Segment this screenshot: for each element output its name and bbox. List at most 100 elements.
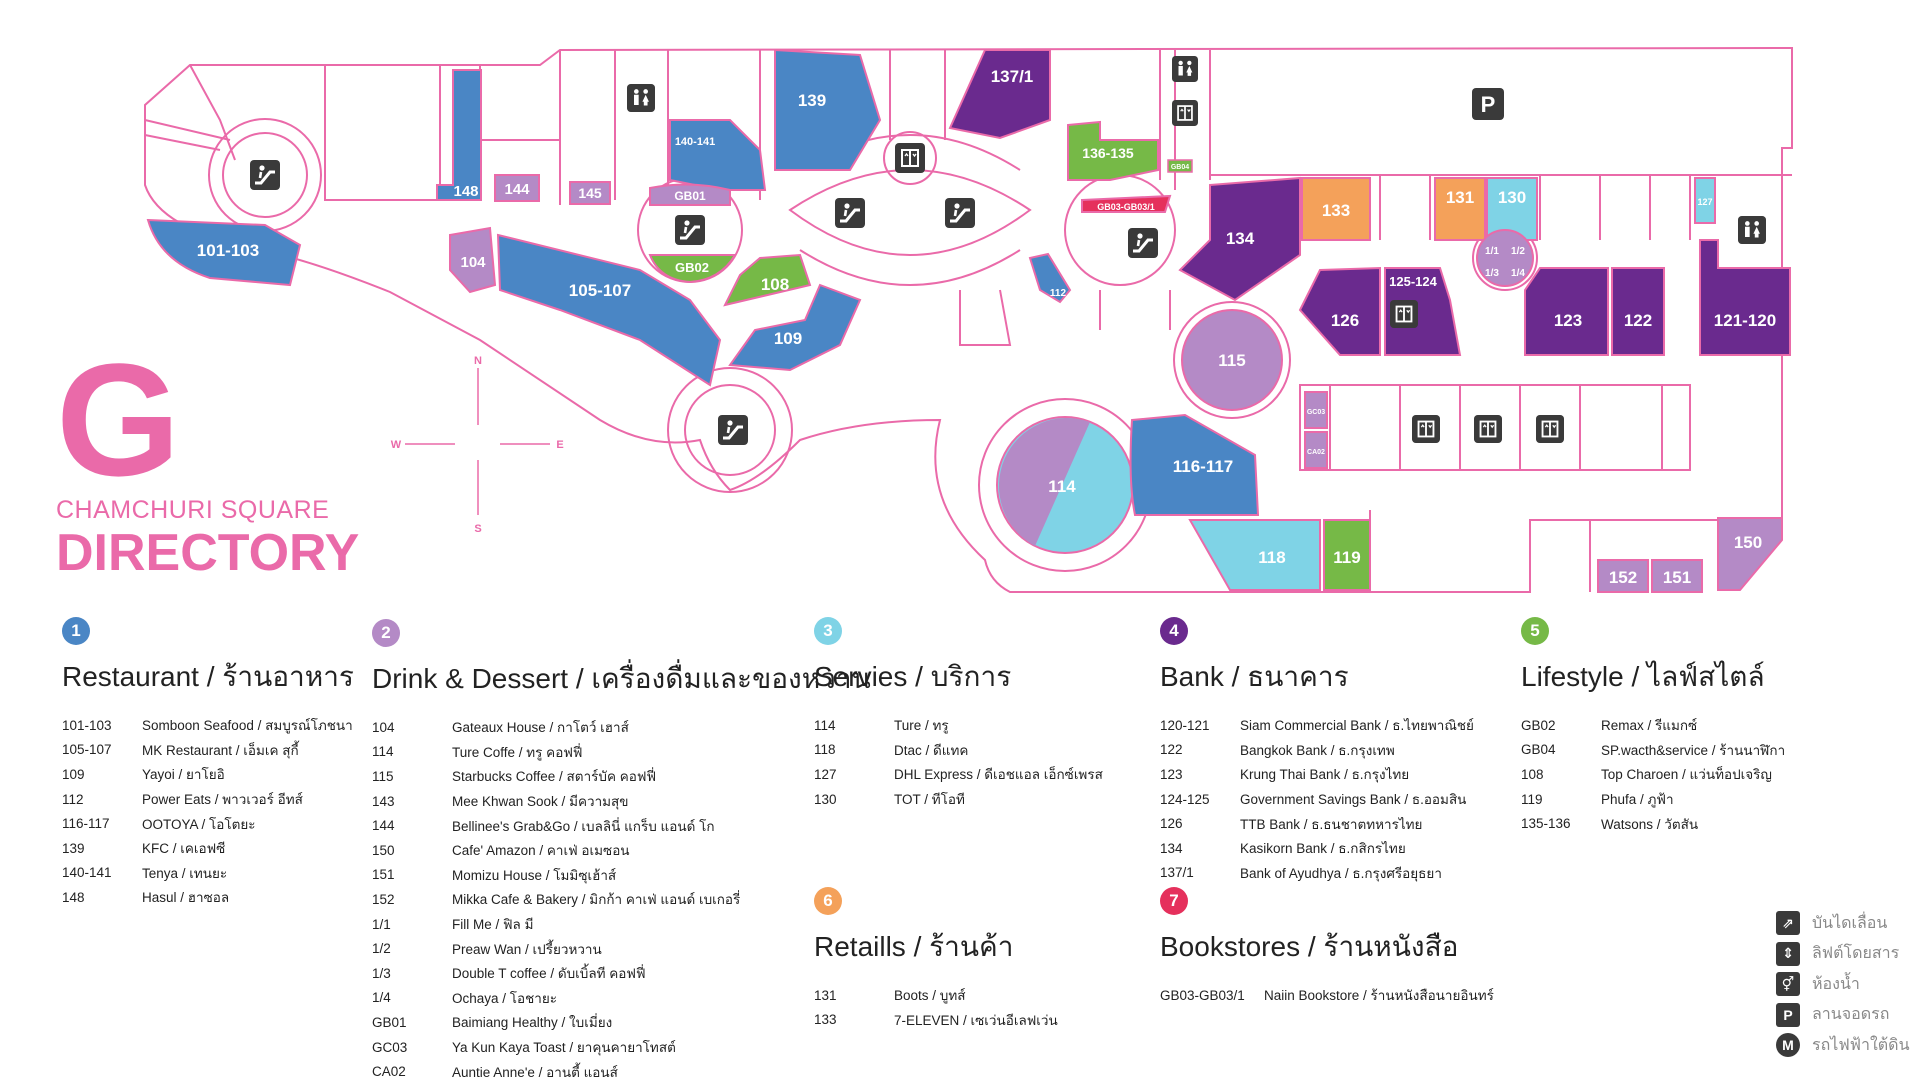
unit-109[interactable]	[728, 283, 862, 372]
unit-label: 133	[1322, 201, 1350, 220]
unit-119[interactable]	[1323, 519, 1371, 591]
unit-label: 127	[1697, 197, 1712, 207]
unit-label: GB03-GB03/1	[1097, 202, 1155, 212]
unit-ca02[interactable]	[1304, 431, 1328, 469]
unit-116[interactable]	[1129, 413, 1260, 516]
unit-126[interactable]	[1298, 266, 1381, 356]
compass: N S W E	[391, 355, 564, 535]
elevator-icon	[1390, 300, 1418, 328]
unit-150[interactable]	[1717, 517, 1783, 591]
unit-152[interactable]	[1597, 559, 1649, 593]
unit-130[interactable]	[1486, 177, 1538, 241]
store-name: Double T coffee / ดับเบิ้ลที คอฟฟี่	[452, 966, 646, 982]
unit-139[interactable]	[774, 48, 882, 171]
unit-133[interactable]	[1301, 177, 1371, 241]
category-title: Servies / บริการ	[814, 661, 1012, 692]
unit-135[interactable]	[1067, 120, 1159, 181]
store-name: Kasikorn Bank / ธ.กสิกรไทย	[1240, 841, 1406, 857]
store-code: 131	[814, 987, 837, 1003]
escalator-icon	[1128, 228, 1158, 258]
store-name: Momizu House / โมมิซุเฮ้าส์	[452, 867, 617, 883]
unit-145[interactable]	[569, 181, 611, 205]
unit-label: 104	[460, 254, 486, 271]
store-code: 119	[1521, 791, 1543, 807]
store-code: 140-141	[62, 865, 112, 881]
restroom-icon: ⚥	[1776, 972, 1800, 997]
restroom-icon	[1172, 56, 1198, 82]
legend-item: ⇗บันไดเลื่อน	[1776, 908, 1910, 939]
unit-118[interactable]	[1188, 519, 1321, 591]
category-number: 7	[1160, 887, 1188, 915]
unit-127[interactable]	[1694, 177, 1716, 224]
store-code: GB04	[1521, 742, 1556, 758]
store-name: Gateaux House / กาโตว์ เฮาส์	[452, 720, 629, 736]
unit-137[interactable]	[948, 49, 1051, 140]
store-name: Bellinee's Grab&Go / เบลลินี่ แกร็บ แอนด…	[452, 818, 715, 834]
category-title: Retaills / ร้านค้า	[814, 931, 1014, 962]
unit-122[interactable]	[1611, 267, 1665, 356]
unit-label: GB01	[674, 189, 706, 203]
unit-gc03[interactable]	[1304, 391, 1328, 429]
store-name: 7-ELEVEN / เซเว่นอีเลฟเว่น	[894, 1012, 1058, 1028]
store-name: Naiin Bookstore / ร้านหนังสือนายอินทร์	[1264, 988, 1494, 1004]
unit-105[interactable]	[496, 233, 722, 387]
store-name: MK Restaurant / เอ็มเค สุกี้	[142, 742, 299, 758]
unit-label: GC03	[1307, 409, 1325, 416]
unit-label: 118	[1258, 548, 1285, 567]
unit-115[interactable]	[1181, 309, 1283, 411]
unit-104[interactable]	[449, 226, 497, 294]
elevator-icon	[1536, 415, 1564, 443]
unit-144[interactable]	[494, 174, 540, 202]
store-code: 114	[814, 717, 836, 733]
unit-gb04[interactable]	[1167, 159, 1193, 173]
category-number: 1	[62, 617, 90, 645]
store-code: 122	[1160, 742, 1183, 758]
unit-120[interactable]	[1699, 239, 1791, 356]
unit-label: 125-124	[1389, 274, 1437, 289]
elevator-icon	[1412, 415, 1440, 443]
unit-label: 122	[1624, 311, 1652, 330]
unit-label: 108	[761, 275, 789, 294]
store-name: DHL Express / ดีเอชแอล เอ็กซ์เพรส	[894, 767, 1103, 783]
restroom-icon	[627, 84, 655, 112]
store-row: 131 Boots / บูทส์	[814, 983, 1058, 1008]
unit-label: 105-107	[569, 281, 631, 300]
parking-icon: P	[1472, 88, 1504, 120]
escalator-icon	[250, 160, 280, 190]
category-title: Bank / ธนาคาร	[1160, 661, 1349, 692]
store-name: Boots / บูทส์	[894, 988, 966, 1004]
unit-label: 114	[1048, 477, 1076, 496]
unit-gb02[interactable]	[648, 254, 737, 284]
unit-gb03[interactable]	[1081, 194, 1172, 213]
unit-151[interactable]	[1651, 559, 1703, 593]
store-name: TOT / ทีโอที	[894, 792, 965, 808]
category-number: 3	[814, 617, 842, 645]
store-name: Ya Kun Kaya Toast / ยาคุนคายาโทสต์	[452, 1040, 676, 1056]
unit-131[interactable]	[1434, 177, 1486, 241]
unit-148[interactable]	[436, 69, 482, 201]
store-code: 112	[62, 791, 84, 807]
unit-label: GB02	[675, 260, 709, 275]
unit-101[interactable]	[146, 218, 302, 287]
unit-112[interactable]	[1028, 252, 1072, 304]
unit-gb01[interactable]	[649, 183, 731, 206]
unit-124[interactable]	[1384, 267, 1462, 356]
facility-icons: P	[250, 56, 1766, 445]
unit-label: 151	[1663, 568, 1691, 587]
unit-123[interactable]	[1524, 267, 1609, 356]
unit-108[interactable]	[723, 253, 812, 307]
unit-134[interactable]	[1178, 176, 1301, 302]
unit-140[interactable]	[669, 119, 767, 191]
floor-map: 101-103 148 144 145 104 105-107 139 140-…	[144, 46, 1793, 593]
